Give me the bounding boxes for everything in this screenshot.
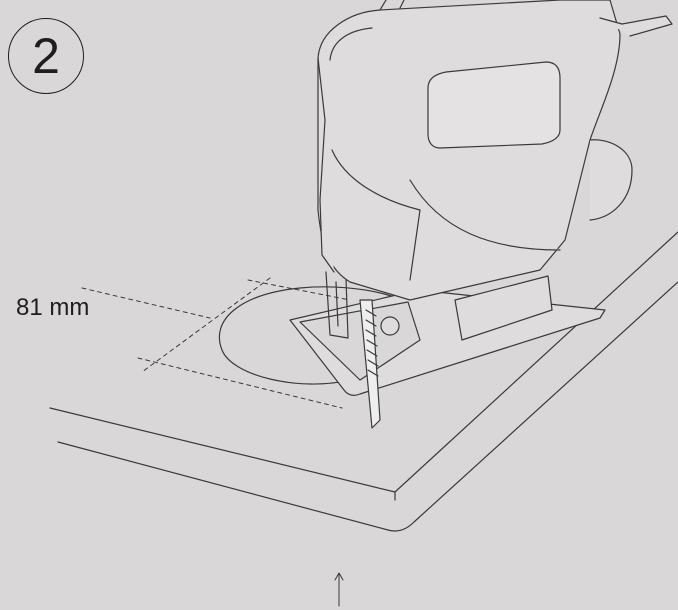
dimension-label: 81 mm — [16, 294, 90, 321]
circle-cutout — [218, 286, 422, 385]
jigsaw-blade — [359, 299, 381, 429]
blade-guard — [325, 271, 400, 339]
step-badge: 2 — [8, 18, 84, 94]
step-number: 2 — [32, 28, 60, 84]
jigsaw-body — [317, 0, 673, 301]
arrow-up-icon — [334, 572, 344, 607]
dimension-guides — [81, 277, 351, 409]
